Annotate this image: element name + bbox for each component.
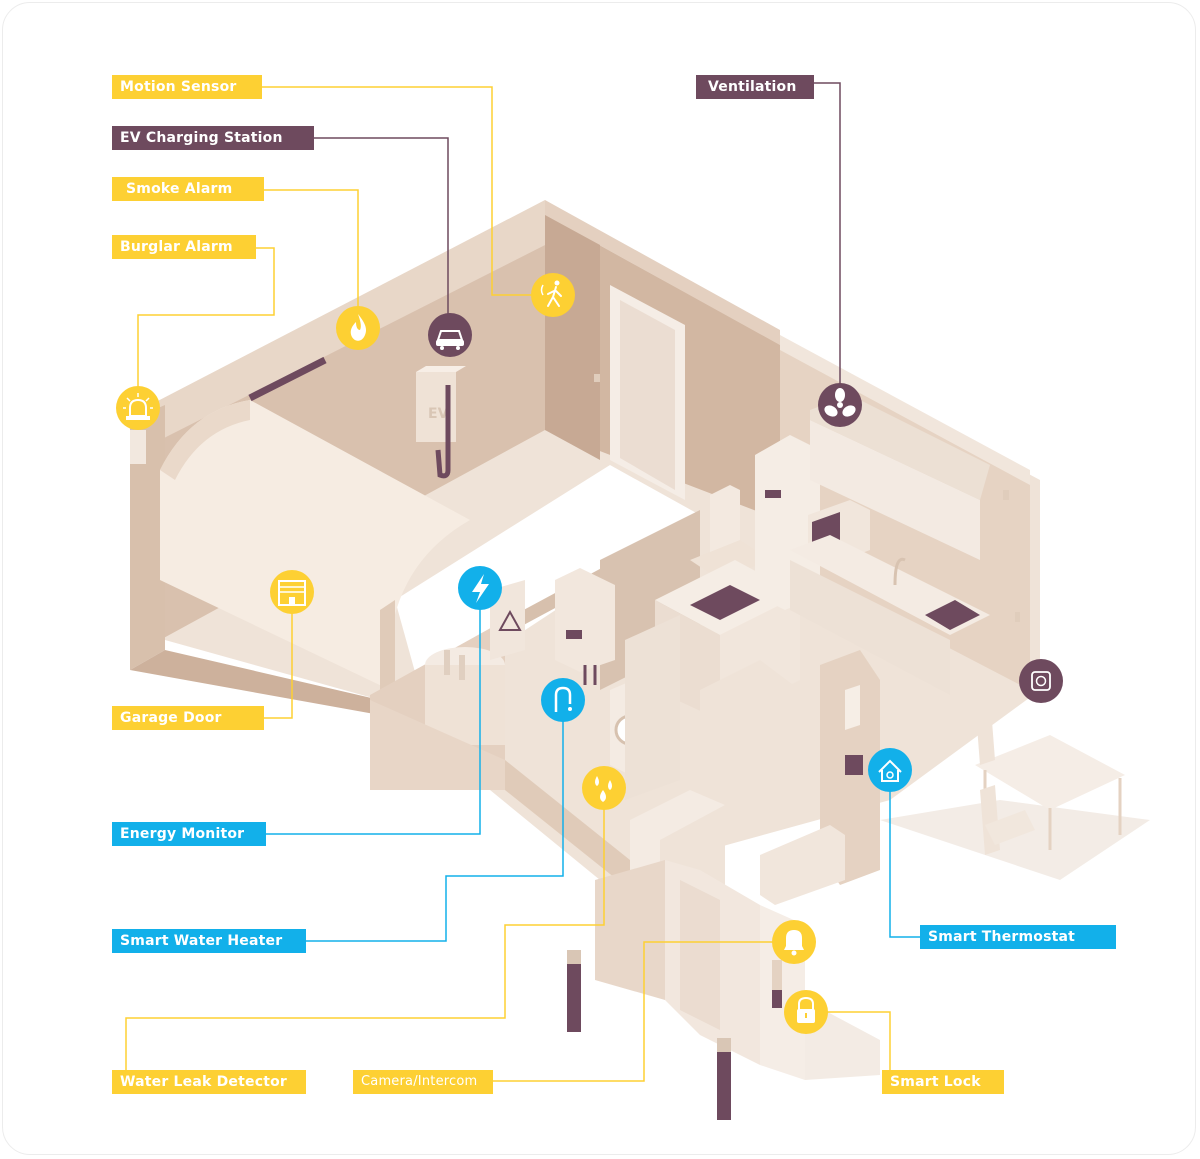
padlock-icon[interactable] xyxy=(784,990,828,1034)
label-smart-lock: Smart Lock xyxy=(882,1070,1004,1094)
siren-icon[interactable] xyxy=(116,386,160,430)
power-socket-icon[interactable] xyxy=(1019,659,1063,703)
label-energy-monitor: Energy Monitor xyxy=(112,822,266,846)
fan-icon[interactable] xyxy=(818,383,862,427)
ev-charger-sign: EV xyxy=(428,406,449,422)
bell-icon[interactable] xyxy=(772,920,816,964)
water-drops-icon[interactable] xyxy=(582,766,626,810)
label-ev-charging-station: EV Charging Station xyxy=(112,126,314,150)
house-illustration: EV xyxy=(130,200,1150,1120)
walking-person-icon[interactable] xyxy=(531,273,575,317)
label-garage-door: Garage Door xyxy=(112,706,264,730)
garage-door-icon[interactable] xyxy=(270,570,314,614)
flame-icon[interactable] xyxy=(336,306,380,350)
connector-lines xyxy=(125,82,920,1082)
label-motion-sensor: Motion Sensor xyxy=(112,75,262,99)
lightning-bolt-icon[interactable] xyxy=(458,566,502,610)
label-camera-intercom: Camera/Intercom xyxy=(353,1070,493,1094)
faucet-icon[interactable] xyxy=(541,678,585,722)
label-burglar-alarm: Burglar Alarm xyxy=(112,235,256,259)
home-thermostat-icon[interactable] xyxy=(868,748,912,792)
label-smart-thermostat: Smart Thermostat xyxy=(920,925,1116,949)
label-smart-water-heater: Smart Water Heater xyxy=(112,929,306,953)
label-smoke-alarm: Smoke Alarm xyxy=(112,177,264,201)
car-plug-icon[interactable] xyxy=(428,313,472,357)
label-water-leak-detector: Water Leak Detector xyxy=(112,1070,306,1094)
label-ventilation: Ventilation xyxy=(696,75,814,99)
